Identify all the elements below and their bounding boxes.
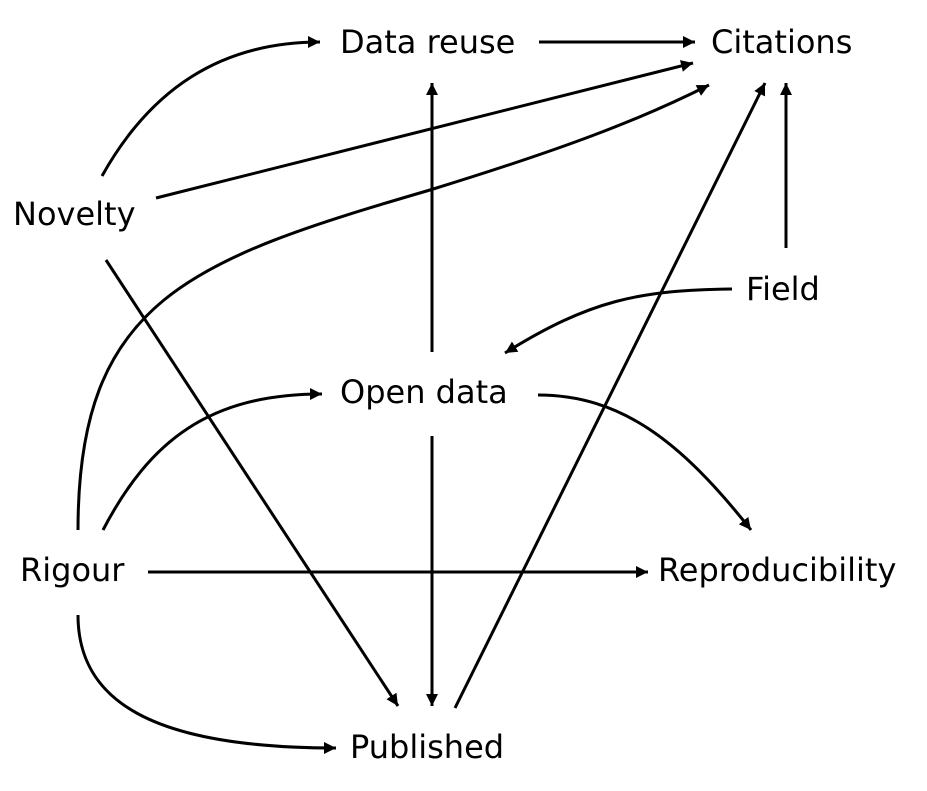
edge-rigour-to-citations: [76, 83, 710, 531]
edges: [76, 36, 792, 754]
node-novelty: Novelty: [13, 195, 136, 233]
node-open-data: Open data: [340, 373, 508, 411]
edge-novelty-to-citations: [155, 60, 694, 200]
node-field: Field: [746, 270, 820, 308]
edge-novelty-to-data-reuse: [100, 36, 321, 177]
node-reproducibility: Reproducibility: [658, 551, 896, 589]
node-published: Published: [350, 728, 504, 766]
node-citations: Citations: [711, 23, 852, 61]
edge-field-to-open-data: [504, 287, 733, 355]
edge-published-to-citations: [453, 82, 767, 709]
node-data-reuse: Data reuse: [340, 23, 515, 61]
edge-novelty-to-published: [104, 259, 400, 707]
edge-rigour-to-open-data: [101, 388, 323, 531]
edge-rigour-to-published: [76, 614, 337, 754]
edge-open-data-to-reproducibility: [537, 393, 753, 531]
node-rigour: Rigour: [20, 551, 125, 589]
nodes: Data reuse Citations Novelty Field Open …: [13, 23, 896, 766]
